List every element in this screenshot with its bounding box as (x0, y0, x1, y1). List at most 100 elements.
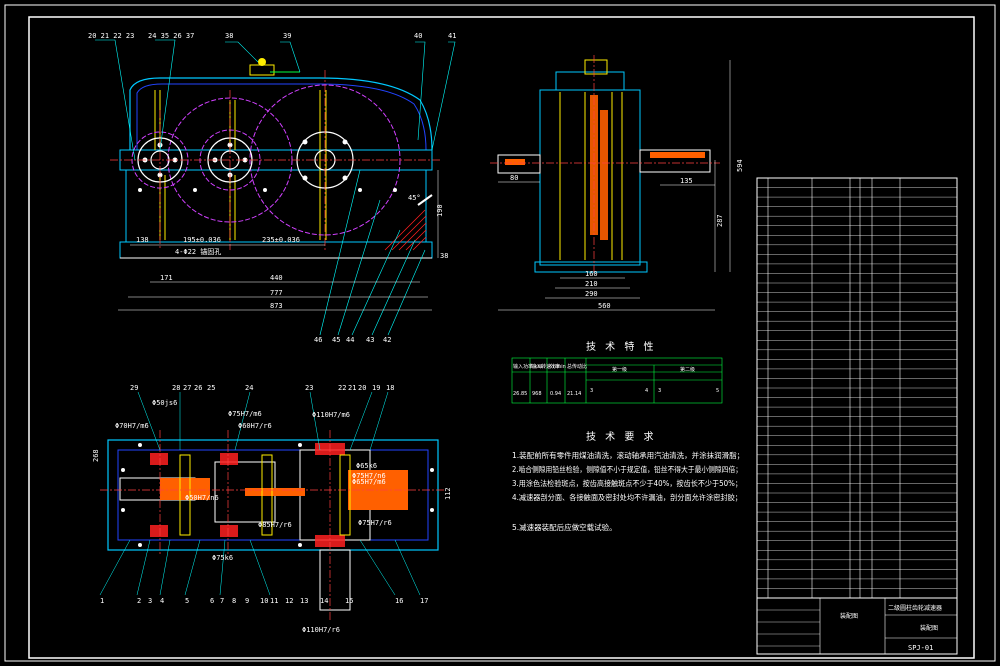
balloon-top-bottom-15: 15 (345, 597, 353, 605)
balloon-top-bottom-17: 17 (420, 597, 428, 605)
balloon-front-41: 41 (448, 32, 456, 40)
spec-head-stage2: 第二级 (680, 366, 695, 373)
outer-border (4, 4, 996, 662)
spec-val-power: 26.85 (513, 391, 527, 397)
balloon-top-22: 22 (338, 384, 346, 392)
dim-235: 235±0.036 (262, 236, 300, 244)
dim-80: 80 (510, 174, 518, 182)
fit-phi75k6: Φ75k6 (212, 554, 233, 562)
balloon-top-bottom-10: 10 (260, 597, 268, 605)
balloon-front-44: 44 (346, 336, 354, 344)
dim-112: 112 (444, 487, 452, 500)
fit-phi75h7r6: Φ75H7/r6 (358, 519, 392, 527)
dim-138: 138 (136, 236, 149, 244)
tech-req-3: 3.用涂色法检验斑点，按齿高接触斑点不少于40%，按齿长不少于50%； (512, 478, 742, 488)
fit-phi50h7n6: Φ50H7/n6 (185, 494, 219, 502)
dim-135: 135 (680, 177, 693, 185)
spec-val-s1b: 4 (645, 388, 648, 394)
side-view: 80 135 594 287 160 210 290 560 (490, 55, 744, 311)
spec-val-eff: 0.94 (550, 391, 561, 397)
balloon-top-bottom-3: 3 (148, 597, 152, 605)
dim-560: 560 (598, 302, 611, 310)
fit-phi70h7m6-a: Φ70H7/m6 (115, 422, 149, 430)
balloon-top-bottom-16: 16 (395, 597, 403, 605)
spec-val-s2a: 3 (658, 388, 661, 394)
fit-phi50js6: Φ50js6 (152, 399, 177, 407)
title-mark: 装配图 (840, 612, 858, 620)
dim-190: 190 (436, 204, 444, 217)
spec-val-ratio: 21.14 (567, 391, 581, 397)
bom-table (756, 177, 958, 599)
tech-spec-title: 技 术 特 性 (586, 340, 657, 353)
fit-phi65h7m6: Φ65H7/m6 (352, 478, 386, 486)
balloon-front-42: 42 (383, 336, 391, 344)
dim-45-deg: 45° (408, 194, 421, 202)
dim-440: 440 (270, 274, 283, 282)
spec-head-eff: 效率 (550, 363, 560, 370)
balloon-top-bottom-13: 13 (300, 597, 308, 605)
tech-req-5: 5.减速器装配后应做空载试验。 (512, 522, 617, 532)
balloon-top-bottom-8: 8 (232, 597, 236, 605)
balloon-front-39: 39 (283, 32, 291, 40)
tech-req-2: 2.啮合侧隙用铅丝检验，侧隙值不小于规定值，铅丝不得大于最小侧隙四倍； (512, 464, 742, 474)
balloon-front-38: 38 (225, 32, 233, 40)
balloon-front-45: 45 (332, 336, 340, 344)
balloon-top-18: 18 (386, 384, 394, 392)
tech-requirements: 技 术 要 求 1.装配前所有零件用煤油清洗，滚动轴承用汽油清洗，并涂抹润滑脂；… (512, 430, 744, 532)
spec-head-ratio: 总传动比 (567, 363, 587, 370)
dim-anchor-holes: 4-Φ22 锚固孔 (175, 247, 221, 256)
balloon-top-bottom-12: 12 (285, 597, 293, 605)
balloon-top-bottom-4: 4 (160, 597, 164, 605)
balloon-top-27: 27 (183, 384, 191, 392)
dim-594: 594 (736, 159, 744, 172)
dim-210: 210 (585, 280, 598, 288)
balloon-top-bottom-7: 7 (220, 597, 224, 605)
balloon-top-24: 24 (245, 384, 253, 392)
fit-phi110h7m6: Φ110H7/m6 (312, 411, 350, 419)
dim-777: 777 (270, 289, 283, 297)
balloon-top-bottom-1: 1 (100, 597, 104, 605)
fit-phi60h7r6: Φ60H7/r6 (238, 422, 272, 430)
balloon-top-bottom-9: 9 (245, 597, 249, 605)
balloon-top-25: 25 (207, 384, 215, 392)
fit-phi75h7m6: Φ75H7/m6 (228, 410, 262, 418)
balloon-top-23: 23 (305, 384, 313, 392)
balloon-top-26: 26 (194, 384, 202, 392)
dim-38: 38 (440, 252, 448, 260)
spec-val-speed: 968 (532, 391, 542, 397)
tech-spec: 技 术 特 性 输入功率 kW 输入转速 r/min 效率 总传动比 第一级 第… (511, 340, 723, 404)
balloon-top-bottom-5: 5 (185, 597, 189, 605)
balloon-front-20-23: 20 21 22 23 (88, 32, 134, 40)
title-block: 二级圆柱齿轮减速器 装配图 装配图 SPJ-01 (756, 597, 958, 655)
dim-873: 873 (270, 302, 283, 310)
balloon-top-bottom-2: 2 (137, 597, 141, 605)
balloon-front-46: 46 (314, 336, 322, 344)
fit-phi110h7r6: Φ110H7/r6 (302, 626, 340, 634)
balloon-top-bottom-14: 14 (320, 597, 328, 605)
fit-phi75h7n6: Φ75H7/n6 (352, 472, 386, 480)
balloon-top-bottom-11: 11 (270, 597, 278, 605)
balloon-front-40: 40 (414, 32, 422, 40)
spec-val-s1a: 3 (590, 388, 593, 394)
dim-290: 290 (585, 290, 598, 298)
spec-val-s2b: 5 (716, 388, 719, 394)
dim-268: 268 (92, 449, 100, 462)
fit-phi85h7r6: Φ85H7/r6 (258, 521, 292, 529)
front-view: 20 21 22 23 24 35 26 37 38 39 40 41 46 4… (88, 32, 456, 344)
balloon-top-19: 19 (372, 384, 380, 392)
dim-287: 287 (716, 214, 724, 227)
tech-req-title: 技 术 要 求 (586, 430, 657, 443)
balloon-top-29: 29 (130, 384, 138, 392)
title-sub: 装配图 (920, 624, 938, 632)
dim-195: 195±0.036 (183, 236, 221, 244)
title-name: 二级圆柱齿轮减速器 (888, 604, 942, 612)
balloon-top-bottom-6: 6 (210, 597, 214, 605)
title-designation: SPJ-01 (908, 644, 933, 652)
fit-phi65k6: Φ65k6 (356, 462, 377, 470)
balloon-front-43: 43 (366, 336, 374, 344)
balloon-top-20: 20 (358, 384, 366, 392)
dim-171: 171 (160, 274, 173, 282)
spec-head-speed: 输入转速 r/min (531, 363, 566, 370)
